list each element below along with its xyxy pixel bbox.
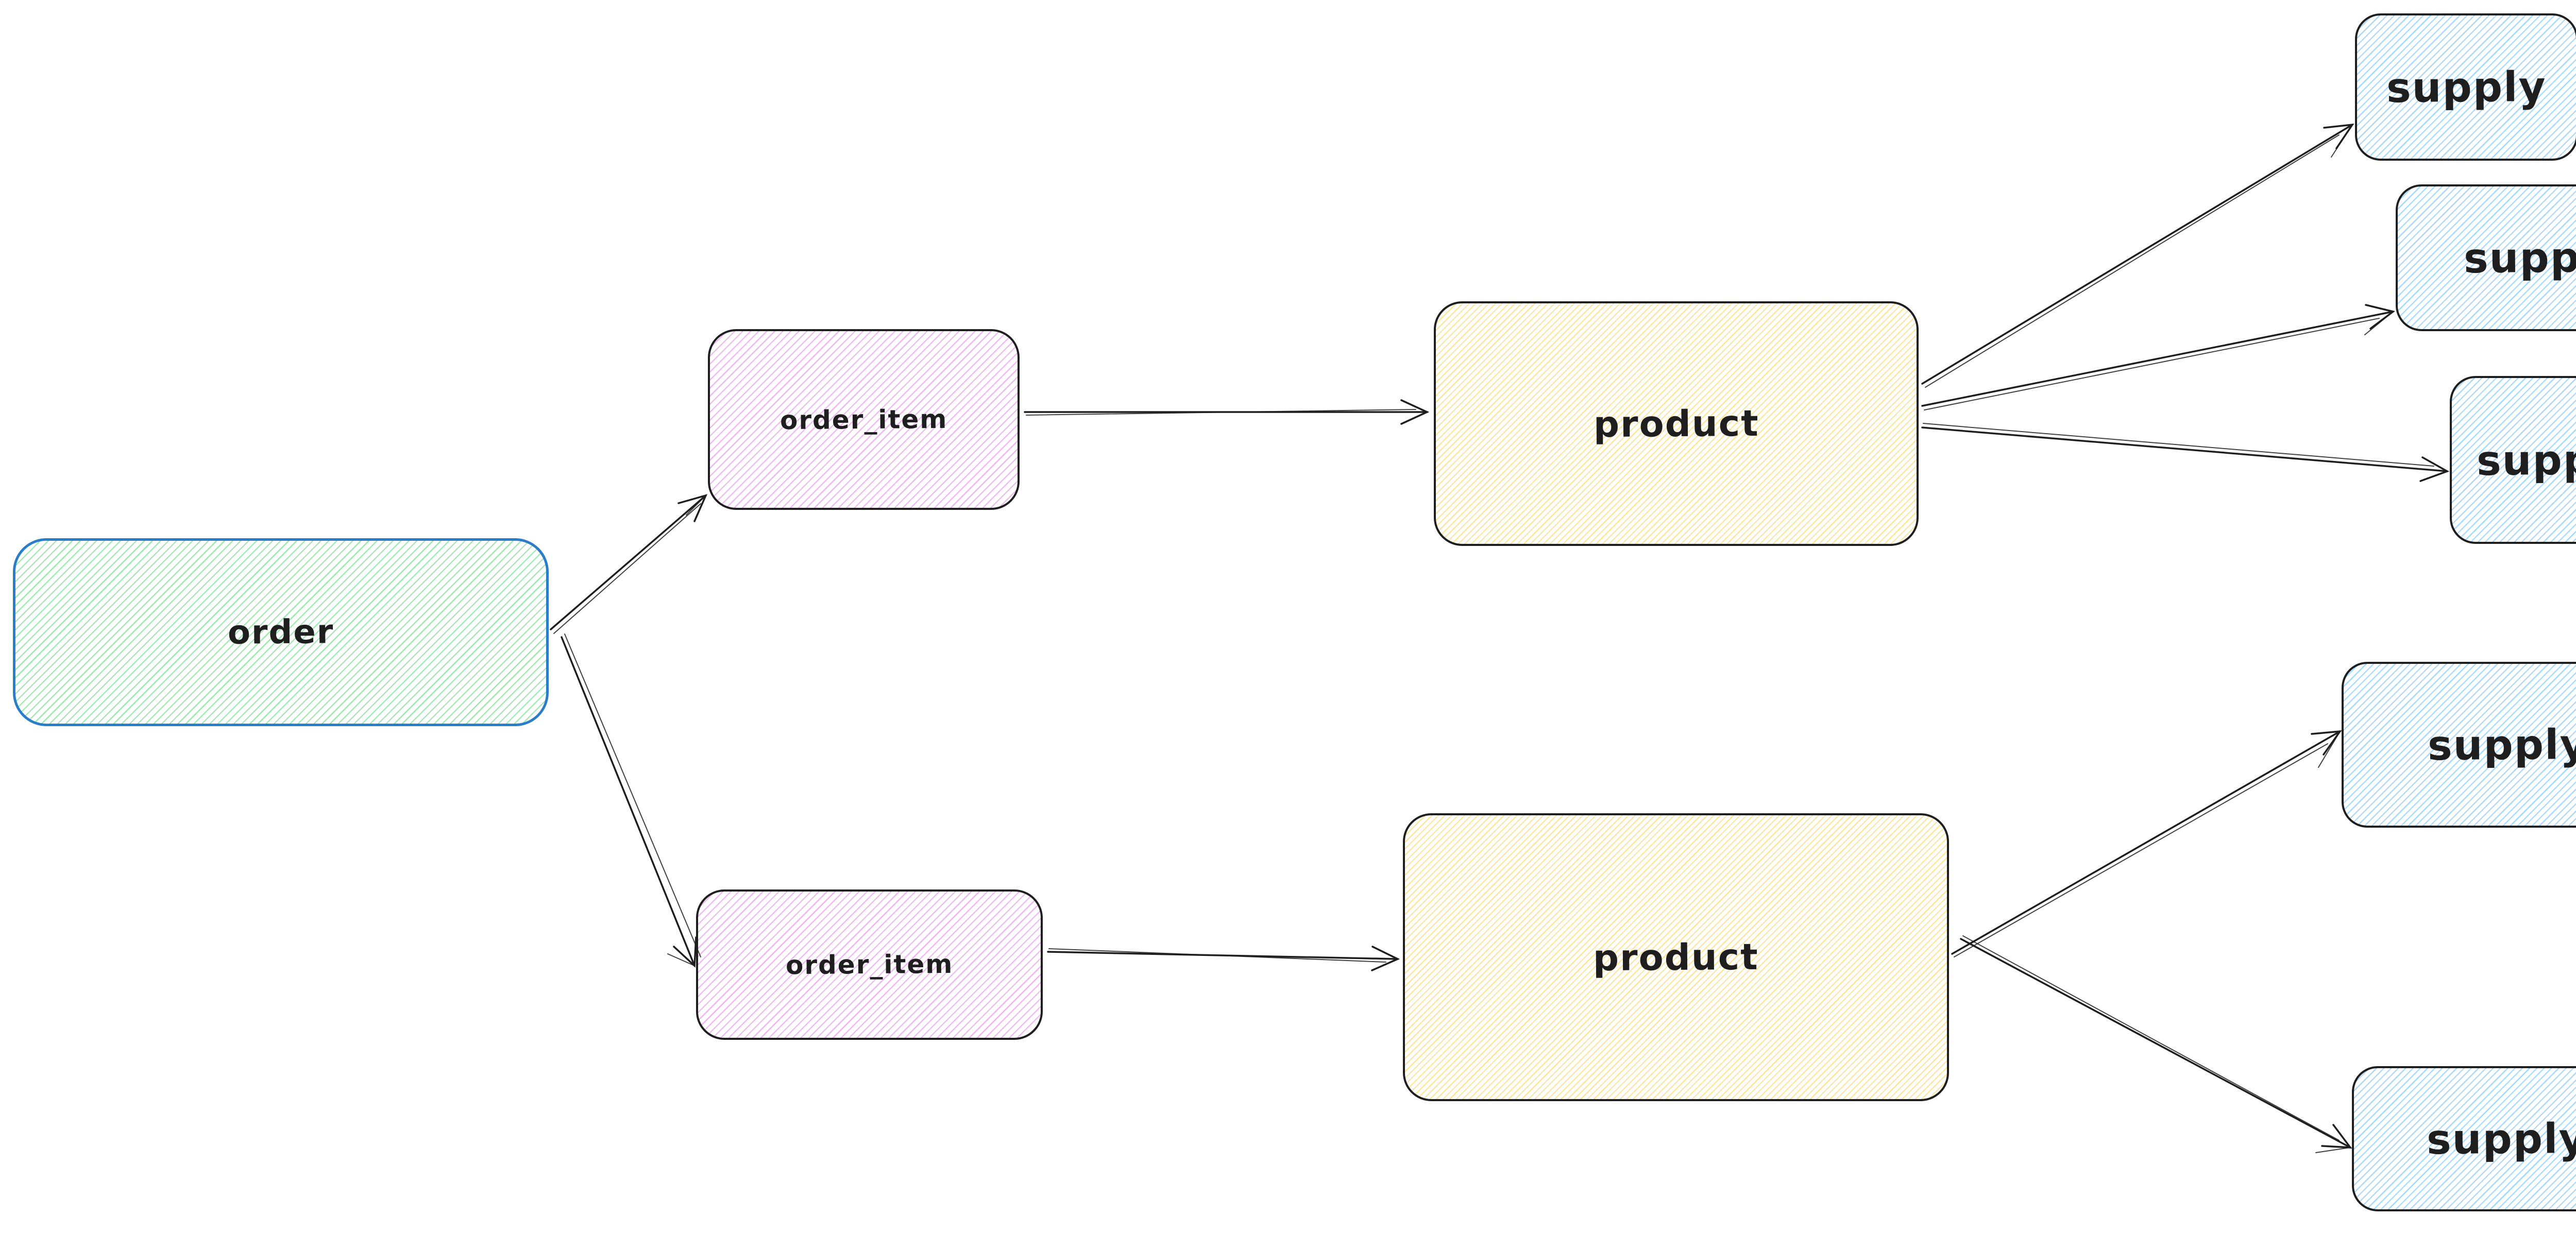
node-order-item-bottom-label: order_item xyxy=(785,949,954,981)
edge-product-bottom-to-supply-5[interactable] xyxy=(1960,935,2352,1153)
node-supply-3-label: supply xyxy=(2476,435,2576,485)
node-product-bottom[interactable]: product xyxy=(1403,813,1949,1101)
node-supply-1[interactable]: supply xyxy=(2355,13,2576,161)
edge-product-top-to-supply-1[interactable] xyxy=(1921,123,2354,388)
node-product-top-label: product xyxy=(1593,402,1759,446)
edge-order-to-order-item-bottom[interactable] xyxy=(561,633,701,968)
node-order-item-bottom[interactable]: order_item xyxy=(696,889,1043,1040)
edge-product-top-to-supply-3[interactable] xyxy=(1921,423,2450,482)
node-supply-1-label: supply xyxy=(2386,62,2547,112)
node-supply-2[interactable]: supply xyxy=(2396,184,2576,331)
node-product-top[interactable]: product xyxy=(1434,301,1919,546)
edge-order-item-bottom-to-product-bottom[interactable] xyxy=(1047,946,1400,971)
edge-order-to-order-item-top[interactable] xyxy=(550,494,708,634)
node-supply-3[interactable]: supply xyxy=(2450,376,2576,544)
node-order-item-top-label: order_item xyxy=(779,404,948,435)
node-supply-4-label: supply xyxy=(2427,720,2576,769)
node-order[interactable]: order xyxy=(13,538,549,726)
node-supply-2-label: supply xyxy=(2463,233,2576,283)
node-order-label: order xyxy=(227,612,334,652)
edge-order-item-top-to-product-top[interactable] xyxy=(1024,399,1430,425)
node-supply-4[interactable]: supply xyxy=(2342,662,2576,828)
node-product-bottom-label: product xyxy=(1592,935,1759,979)
edge-product-top-to-supply-2[interactable] xyxy=(1921,304,2396,410)
node-order-item-top[interactable]: order_item xyxy=(708,329,1020,510)
edge-product-bottom-to-supply-4[interactable] xyxy=(1951,730,2342,957)
node-supply-5[interactable]: supply xyxy=(2352,1066,2576,1211)
node-supply-5-label: supply xyxy=(2426,1114,2576,1163)
